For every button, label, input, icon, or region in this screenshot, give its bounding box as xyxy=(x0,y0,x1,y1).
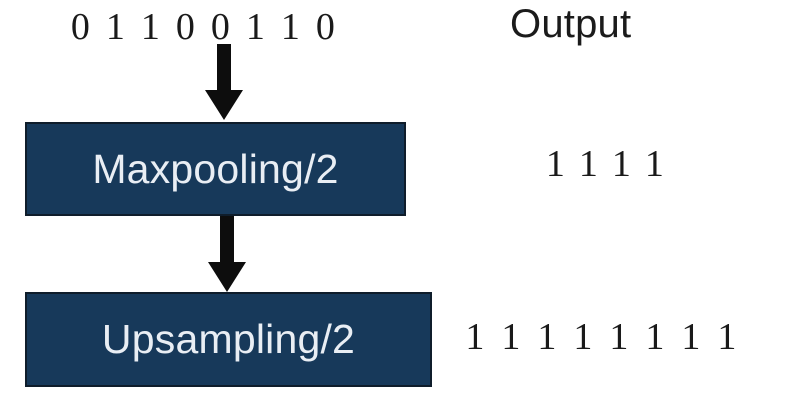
layer-label-upsampling: Upsampling/2 xyxy=(101,316,356,362)
arrow-input-to-maxpooling xyxy=(205,44,243,120)
layer-box-upsampling[interactable]: Upsampling/2 xyxy=(25,292,432,387)
upsampling-output-digit-0: 1 xyxy=(465,316,487,358)
upsampling-output-digit-2: 1 xyxy=(537,316,559,358)
upsampling-output-digit-5: 1 xyxy=(645,316,667,358)
maxpooling-output-digit-1: 1 xyxy=(578,143,601,185)
upsampling-output-digit-6: 1 xyxy=(681,316,703,358)
input-digit-0: 0 xyxy=(70,6,93,48)
input-digit-6: 1 xyxy=(280,6,303,48)
layer-box-maxpooling[interactable]: Maxpooling/2 xyxy=(25,122,406,216)
input-digit-3: 0 xyxy=(175,6,198,48)
input-digit-7: 0 xyxy=(315,6,338,48)
input-digit-2: 1 xyxy=(140,6,163,48)
maxpooling-output-digit-2: 1 xyxy=(611,143,634,185)
maxpooling-output-digit-3: 1 xyxy=(644,143,667,185)
upsampling-output-digit-4: 1 xyxy=(609,316,631,358)
input-digit-5: 1 xyxy=(245,6,268,48)
upsampling-output-digit-1: 1 xyxy=(501,316,523,358)
input-digit-1: 1 xyxy=(105,6,128,48)
maxpooling-output-digit-0: 1 xyxy=(545,143,568,185)
output-column-header: Output xyxy=(510,2,632,46)
layer-label-maxpooling: Maxpooling/2 xyxy=(92,145,339,192)
arrow-maxpooling-to-upsampling xyxy=(208,216,246,292)
input-digit-4: 0 xyxy=(210,6,233,48)
upsampling-output-digit-7: 1 xyxy=(717,316,739,358)
upsampling-output-digit-3: 1 xyxy=(573,316,595,358)
